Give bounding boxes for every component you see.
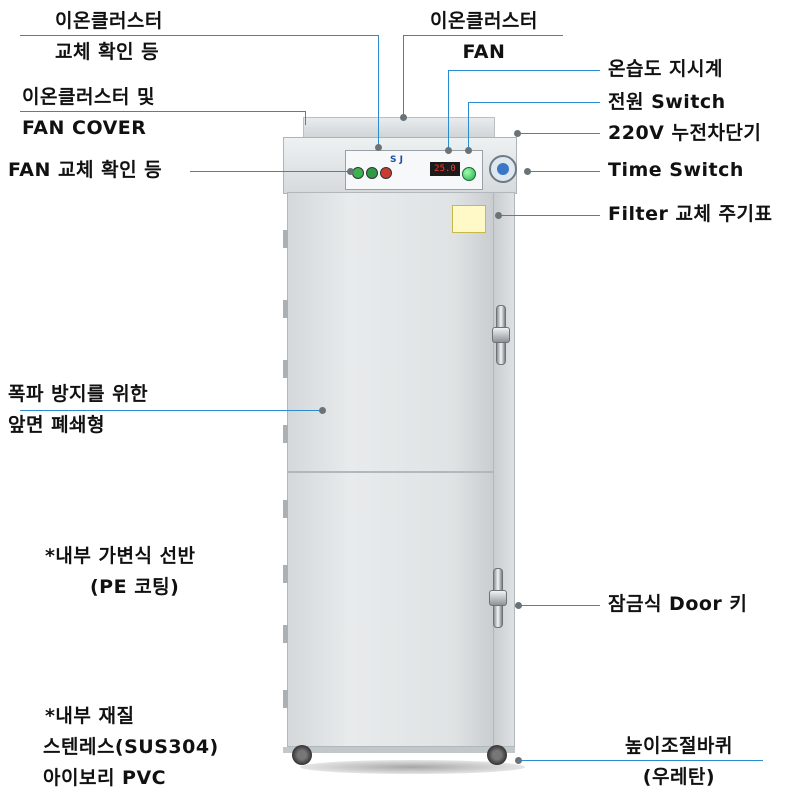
leader-dot bbox=[514, 130, 521, 137]
hinge bbox=[283, 565, 288, 583]
ion-cluster-lamp-2 bbox=[380, 167, 392, 179]
leader-line bbox=[498, 215, 600, 216]
hinge bbox=[283, 625, 288, 643]
label-door-lock: 잠금식 Door 키 bbox=[608, 593, 748, 615]
upper-door-handle[interactable] bbox=[492, 305, 511, 365]
leader-dot bbox=[375, 144, 382, 151]
label-ion-cluster-cover: 이온클러스터 및 FAN COVER bbox=[22, 86, 155, 139]
leader-dot bbox=[445, 147, 452, 154]
leader-line bbox=[378, 35, 379, 147]
hinge bbox=[283, 300, 288, 318]
leader-line bbox=[527, 171, 600, 172]
leader-line bbox=[468, 102, 469, 150]
caster-wheel bbox=[487, 745, 507, 765]
hinge bbox=[283, 425, 288, 443]
leader-line bbox=[403, 35, 563, 36]
leader-line bbox=[20, 35, 378, 36]
label-breaker: 220V 누전차단기 bbox=[608, 122, 762, 144]
hinge bbox=[283, 500, 288, 518]
caster-wheel bbox=[292, 745, 312, 765]
leader-dot bbox=[515, 757, 522, 764]
hinge bbox=[283, 360, 288, 378]
hinge bbox=[283, 690, 288, 708]
temp-humidity-display: 25.0 bbox=[430, 162, 460, 176]
time-switch-dial[interactable] bbox=[489, 155, 517, 183]
floor-shadow bbox=[300, 760, 525, 774]
label-fan-replace-lamp: FAN 교체 확인 등 bbox=[8, 159, 163, 181]
power-switch[interactable] bbox=[462, 167, 476, 181]
leader-line bbox=[517, 133, 600, 134]
filter-schedule-sticker bbox=[452, 205, 486, 233]
cabinet-base bbox=[283, 747, 515, 753]
label-ion-cluster-lamp: 이온클러스터 교체 확인 등 bbox=[55, 10, 163, 63]
lower-door-lock-handle[interactable] bbox=[489, 568, 508, 628]
label-casters: 높이조절바퀴 (우레탄) bbox=[625, 735, 733, 788]
label-filter-schedule: Filter 교체 주기표 bbox=[608, 203, 773, 225]
lower-door[interactable] bbox=[287, 472, 495, 747]
leader-line bbox=[518, 605, 600, 606]
ion-cluster-lamp-1 bbox=[366, 167, 378, 179]
label-ion-cluster-fan: 이온클러스터 FAN bbox=[430, 10, 538, 63]
leader-dot bbox=[347, 168, 354, 175]
leader-line bbox=[20, 111, 305, 112]
leader-dot bbox=[319, 407, 326, 414]
leader-line bbox=[448, 70, 600, 71]
label-sealed-front: 폭파 방지를 위한 앞면 폐쇄형 bbox=[8, 383, 149, 436]
label-shelf: *내부 가변식 선반 (PE 코팅) bbox=[45, 545, 196, 598]
leader-line bbox=[403, 35, 404, 117]
leader-dot bbox=[400, 114, 407, 121]
upper-door[interactable] bbox=[287, 192, 495, 472]
cabinet-side-panel bbox=[493, 192, 515, 747]
leader-line bbox=[468, 102, 600, 103]
leader-line bbox=[518, 760, 763, 761]
leader-dot bbox=[524, 168, 531, 175]
leader-dot bbox=[465, 147, 472, 154]
leader-dot bbox=[515, 602, 522, 609]
hinge bbox=[283, 230, 288, 248]
fan-replace-lamp bbox=[352, 167, 364, 179]
leader-line bbox=[190, 171, 350, 172]
label-time-switch: Time Switch bbox=[608, 159, 744, 181]
label-temp-humidity-meter: 온습도 지시계 bbox=[608, 58, 723, 80]
panel-logo: S J bbox=[390, 155, 403, 165]
leader-line bbox=[20, 410, 322, 411]
leader-dot bbox=[495, 212, 502, 219]
label-material: *내부 재질 스텐레스(SUS304) 아이보리 PVC bbox=[43, 705, 219, 789]
label-power-switch: 전원 Switch bbox=[608, 91, 726, 113]
ion-cluster-fan-cover bbox=[303, 117, 495, 139]
leader-line bbox=[305, 111, 306, 125]
leader-line bbox=[448, 70, 449, 150]
